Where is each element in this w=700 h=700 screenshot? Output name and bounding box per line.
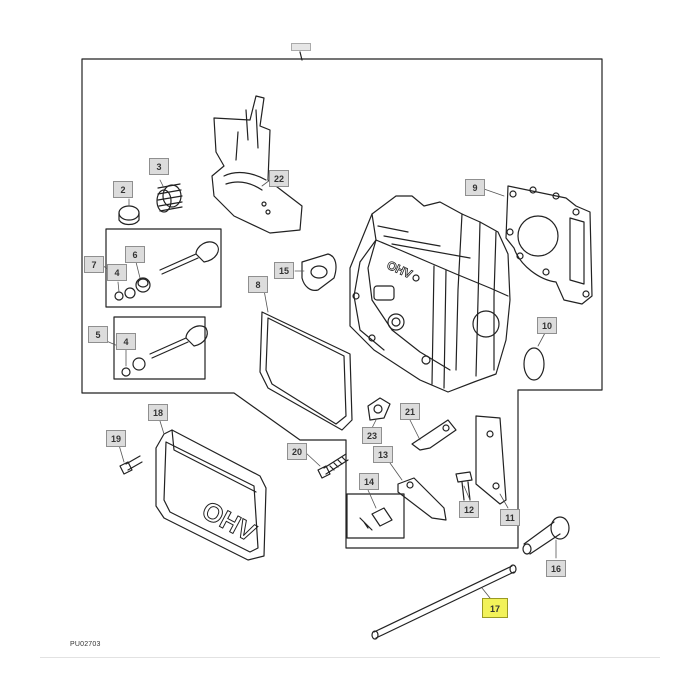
callout-13[interactable]: 13	[373, 446, 393, 463]
callout-7[interactable]: 7	[84, 256, 104, 273]
leader-lines	[102, 179, 557, 599]
callout-19[interactable]: 19	[106, 430, 126, 447]
callout-22[interactable]: 22	[269, 170, 289, 187]
callout-4-intake[interactable]: 4	[116, 333, 136, 350]
head-emboss-text: OHV	[385, 258, 414, 281]
rocker-arm-part-13	[397, 477, 447, 521]
valve-spring-part-3	[156, 183, 183, 213]
valve-cover-part-18	[155, 429, 267, 561]
callout-9[interactable]: 9	[465, 179, 485, 196]
plate-part-11	[475, 415, 507, 505]
callout-2[interactable]: 2	[113, 181, 133, 198]
long-bolt-part-20	[317, 453, 349, 479]
valve-box-intake	[113, 316, 206, 380]
callout-21[interactable]: 21	[400, 403, 420, 420]
rocker-part-21	[411, 419, 457, 451]
outline-top-leader	[299, 51, 303, 61]
callout-11[interactable]: 11	[500, 509, 520, 526]
assembly-outline	[81, 58, 603, 549]
cylinder-head	[349, 195, 511, 393]
head-gasket-part-9	[505, 185, 593, 305]
cover-gasket-part-8	[259, 311, 353, 431]
stud-part-12	[455, 471, 473, 501]
callout-3[interactable]: 3	[149, 158, 169, 175]
callout-8[interactable]: 8	[248, 276, 268, 293]
callout-15[interactable]: 15	[274, 262, 294, 279]
valve-cap-part-2	[118, 205, 140, 226]
intake-valve-part-5	[121, 325, 208, 377]
callout-20[interactable]: 20	[287, 443, 307, 460]
callout-17[interactable]: 17	[482, 598, 508, 618]
breather-part-14	[359, 507, 393, 531]
callout-6[interactable]: 6	[125, 246, 145, 263]
cover-bolt-part-19	[119, 455, 143, 475]
figure-id: PU02703	[70, 641, 101, 648]
callout-4[interactable]: 4	[107, 264, 127, 281]
callout-5[interactable]: 5	[88, 326, 108, 343]
heat-shield-part-22	[211, 95, 303, 234]
callout-12[interactable]: 12	[459, 501, 479, 518]
small-gasket-part-15	[301, 253, 337, 291]
breather-box	[346, 493, 405, 539]
bottom-divider	[40, 657, 660, 658]
callout-14[interactable]: 14	[359, 473, 379, 490]
push-rod-part-17	[371, 564, 517, 640]
o-ring-part-10	[523, 347, 545, 381]
callout-16[interactable]: 16	[546, 560, 566, 577]
callout-10[interactable]: 10	[537, 317, 557, 334]
callout-23[interactable]: 23	[362, 427, 382, 444]
tappet-part-16	[522, 516, 570, 555]
callout-18[interactable]: 18	[148, 404, 168, 421]
top-tab	[291, 43, 311, 51]
bracket-part-23	[367, 397, 391, 421]
